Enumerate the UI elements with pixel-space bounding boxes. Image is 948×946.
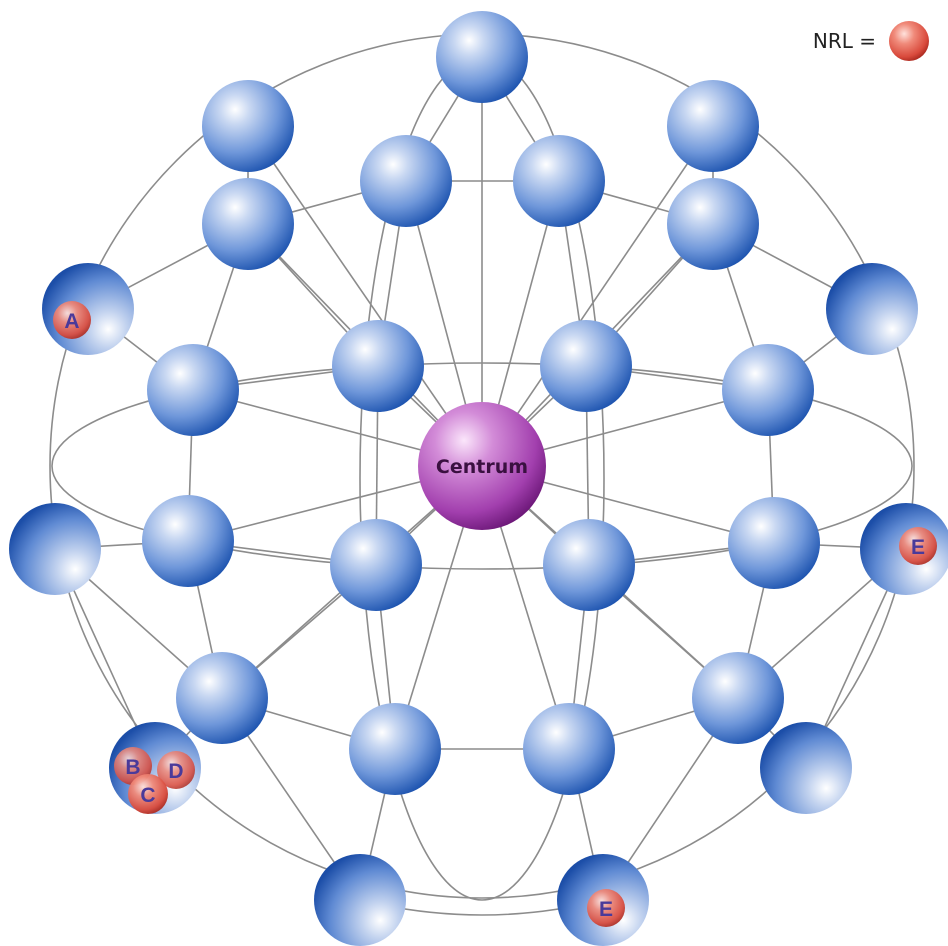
marker-e-bottom: E	[587, 889, 625, 927]
node-sphere-ur	[667, 178, 759, 270]
marker-c: C	[128, 774, 168, 814]
node-sphere-ui2	[513, 135, 605, 227]
marker-e-right-sphere	[899, 527, 937, 565]
node-sphere-top	[436, 11, 528, 103]
node-sphere-m7	[543, 519, 635, 611]
marker-e-bottom-sphere	[587, 889, 625, 927]
node-sphere-m2	[332, 320, 424, 412]
node-sphere-m3	[540, 320, 632, 412]
center-sphere	[418, 402, 546, 530]
marker-a: A	[53, 301, 91, 339]
node-sphere-r2	[760, 722, 852, 814]
node-sphere-l1	[176, 652, 268, 744]
marker-a-label: A	[64, 310, 79, 333]
node-sphere-l2	[692, 652, 784, 744]
marker-c-sphere	[128, 774, 168, 814]
legend-nrl-swatch	[889, 21, 929, 61]
node-sphere-b1	[349, 703, 441, 795]
wire-line-17	[247, 125, 483, 467]
marker-d-sphere	[157, 751, 195, 789]
legend: NRL =	[813, 21, 929, 61]
markers-layer: A B D C E E	[53, 301, 937, 927]
legend-text: NRL =	[813, 29, 876, 53]
node-sphere-a	[42, 263, 134, 355]
node-sphere-r1	[826, 263, 918, 355]
marker-e-right: E	[899, 527, 937, 565]
equator-ring	[51, 362, 913, 570]
node-sphere-b2	[523, 703, 615, 795]
marker-d-label: D	[168, 760, 183, 783]
node-sphere-bot1	[314, 854, 406, 946]
node-sphere-m8	[728, 497, 820, 589]
marker-d: D	[157, 751, 195, 789]
node-sphere-m1	[147, 344, 239, 436]
marker-c-label: C	[140, 784, 155, 807]
node-sphere-ui1	[360, 135, 452, 227]
center-label: Centrum	[436, 456, 528, 478]
node-sphere-tl	[202, 80, 294, 172]
marker-a-sphere	[53, 301, 91, 339]
nodes-layer	[9, 11, 948, 946]
node-sphere-l	[9, 503, 101, 595]
node-sphere-tr	[667, 80, 759, 172]
node-sphere-m4	[722, 344, 814, 436]
wire-line-18	[481, 125, 714, 467]
marker-e-bottom-label: E	[599, 898, 613, 921]
node-sphere-ul	[202, 178, 294, 270]
node-sphere-m5	[142, 495, 234, 587]
marker-e-right-label: E	[911, 536, 925, 559]
marker-b-label: B	[125, 756, 140, 779]
center-node: Centrum	[418, 402, 546, 530]
node-sphere-m6	[330, 519, 422, 611]
